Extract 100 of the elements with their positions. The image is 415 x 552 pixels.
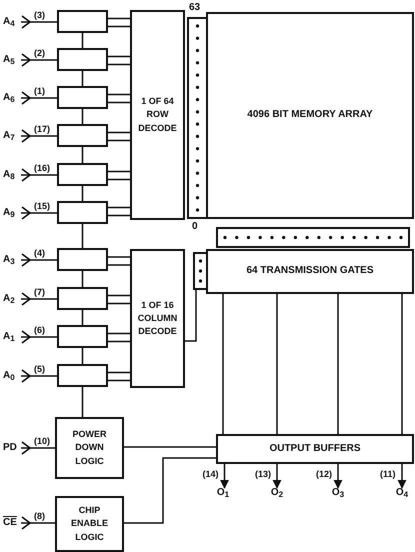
buffer-box — [57, 163, 108, 186]
pin-number: (1) — [34, 87, 45, 96]
input-line — [21, 168, 57, 182]
wire — [82, 147, 84, 163]
pin-number: (5) — [34, 365, 45, 374]
block-label: CHIP ENABLE LOGIC — [70, 504, 109, 544]
logic-block — [216, 434, 414, 464]
output-pin-name: O$_{1}$ — [213, 488, 233, 504]
pin-name: A$_{9}$ — [3, 208, 15, 218]
pin-number: (2) — [34, 49, 45, 58]
pin-name: A$_{8}$ — [3, 170, 15, 180]
wire — [82, 71, 84, 86]
output-arrow — [334, 464, 342, 489]
pin-number: (14) — [202, 470, 219, 479]
logic-block — [55, 496, 124, 552]
block-label: 1 OF 64 ROW DECODE — [137, 95, 178, 135]
pin-number: (15) — [34, 202, 50, 211]
wire — [82, 224, 84, 248]
wire — [82, 186, 84, 201]
input-line — [21, 53, 57, 67]
pin-name: CE — [3, 518, 17, 528]
pin-number: (16) — [34, 164, 50, 173]
wire — [82, 310, 84, 325]
wire — [107, 132, 131, 142]
input-line — [21, 516, 55, 530]
row-index-label: 0 — [192, 222, 198, 232]
pin-name: A$_{7}$ — [3, 130, 15, 142]
pin-number: (3) — [34, 11, 45, 20]
pin-name: A$_{2}$ — [3, 294, 15, 304]
wire — [107, 170, 131, 180]
block-label: 64 TRANSMISSION GATES — [246, 264, 374, 278]
input-line — [21, 129, 57, 143]
pin-name: A$_{4}$ — [3, 16, 15, 28]
row-index-label: 63 — [189, 3, 200, 13]
wire — [82, 387, 84, 417]
wire — [82, 33, 84, 48]
block-label: 1 OF 16 COLUMN DECODE — [136, 298, 178, 338]
wire — [185, 290, 197, 342]
logic-block — [206, 12, 414, 219]
buffer-box — [57, 124, 108, 147]
pin-name: A$_{3}$ — [3, 254, 15, 266]
logic-block — [206, 249, 414, 294]
input-line — [21, 253, 57, 267]
wire — [82, 271, 84, 287]
buffer-box — [57, 364, 108, 387]
output-arrow — [398, 464, 406, 489]
pin-number: (7) — [34, 288, 45, 297]
input-line — [21, 206, 57, 220]
dot-strip — [216, 227, 410, 248]
wire — [401, 294, 403, 434]
wire — [107, 372, 131, 382]
pin-name: A$_{0}$ — [3, 370, 15, 382]
pin-name: A$_{1}$ — [3, 332, 15, 342]
input-line — [21, 91, 57, 105]
pin-number: (12) — [316, 470, 332, 479]
pin-number: (10) — [34, 437, 50, 446]
pin-number: (6) — [34, 326, 45, 335]
buffer-box — [57, 287, 108, 310]
output-pin-name: O$_{2}$ — [267, 488, 287, 504]
pin-name: A$_{6}$ — [3, 92, 15, 104]
input-line — [21, 292, 57, 306]
pin-number: (4) — [34, 249, 45, 258]
block-label: OUTPUT BUFFERS — [269, 442, 361, 456]
input-line — [21, 15, 57, 29]
output-arrow — [272, 464, 282, 489]
output-pin-name: O$_{3}$ — [328, 488, 348, 504]
input-line — [21, 330, 57, 344]
wire — [276, 294, 278, 434]
logic-block — [55, 417, 124, 479]
pin-name: PD — [3, 443, 17, 453]
output-arrow — [220, 464, 229, 489]
wire — [107, 18, 131, 28]
block-label: 4096 BIT MEMORY ARRAY — [247, 108, 373, 122]
wire — [107, 332, 131, 342]
pin-name: A$_{5}$ — [3, 54, 15, 66]
buffer-box — [57, 201, 108, 224]
block-label: POWER DOWN LOGIC — [71, 428, 108, 468]
input-line — [21, 369, 57, 383]
buffer-box — [57, 325, 108, 348]
wire — [337, 294, 339, 434]
wire — [107, 206, 131, 216]
buffer-box — [57, 48, 108, 71]
pin-number: (8) — [34, 512, 45, 521]
pin-number: (17) — [34, 125, 50, 134]
buffer-box — [57, 10, 108, 33]
wire — [222, 294, 224, 434]
dot-strip — [187, 17, 208, 219]
logic-block — [130, 249, 185, 388]
wire — [124, 457, 216, 524]
wire — [82, 109, 84, 124]
pin-number: (13) — [255, 470, 272, 479]
output-pin-name: O$_{4}$ — [392, 488, 412, 504]
buffer-box — [57, 86, 108, 109]
wire — [107, 256, 131, 266]
wire — [107, 56, 131, 66]
wire — [82, 348, 84, 364]
wire — [107, 294, 131, 304]
wire — [124, 446, 216, 448]
wire — [107, 94, 131, 104]
buffer-box — [57, 248, 108, 271]
